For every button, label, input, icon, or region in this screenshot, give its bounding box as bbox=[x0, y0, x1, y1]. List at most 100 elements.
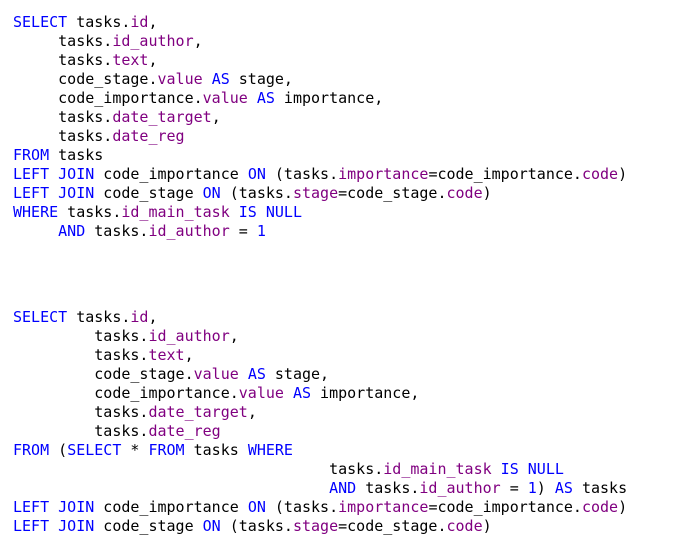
code-line: tasks.date_target, bbox=[13, 403, 627, 422]
property-token: id_main_task bbox=[121, 203, 230, 221]
text-token: , bbox=[211, 108, 221, 126]
text-token: tasks. bbox=[13, 422, 149, 440]
text-token: , bbox=[247, 403, 257, 421]
keyword-token: AS bbox=[554, 479, 573, 497]
property-token: code bbox=[581, 165, 619, 183]
text-token: importance, bbox=[274, 89, 384, 107]
text-token: (tasks. bbox=[265, 498, 339, 516]
sql-query-block-1: SELECT tasks.id, tasks.id_author, tasks.… bbox=[13, 13, 627, 241]
code-line: FROM (SELECT * FROM tasks WHERE bbox=[13, 441, 627, 460]
text-token: importance, bbox=[311, 384, 420, 402]
property-token: id_author bbox=[148, 222, 230, 240]
property-token: text bbox=[112, 51, 149, 69]
property-token: id_author bbox=[419, 479, 501, 497]
keyword-token: ON bbox=[202, 184, 221, 202]
text-token: tasks. bbox=[67, 13, 131, 31]
text-token: tasks. bbox=[13, 108, 113, 126]
keyword-token: AS bbox=[292, 384, 312, 402]
text-token: tasks bbox=[572, 479, 628, 497]
code-line: WHERE tasks.id_main_task IS NULL bbox=[13, 203, 627, 222]
keyword-token: SELECT bbox=[13, 308, 68, 326]
keyword-token: LEFT JOIN bbox=[13, 165, 95, 183]
property-token: id bbox=[130, 13, 149, 31]
property-token: date_target bbox=[112, 108, 212, 126]
keyword-token: SELECT bbox=[13, 13, 68, 31]
keyword-token: FROM bbox=[13, 146, 50, 164]
code-line: code_stage.value AS stage, bbox=[13, 365, 627, 384]
property-token: value bbox=[157, 70, 203, 88]
keyword-token: LEFT JOIN bbox=[13, 498, 95, 516]
code-line: LEFT JOIN code_stage ON (tasks.stage=cod… bbox=[13, 184, 627, 203]
property-token: date_reg bbox=[148, 422, 221, 440]
text-token: tasks. bbox=[67, 308, 131, 326]
code-line: FROM tasks bbox=[13, 146, 627, 165]
code-line: code_importance.value AS importance, bbox=[13, 384, 627, 403]
text-token: (tasks. bbox=[265, 165, 339, 183]
keyword-token: AND bbox=[58, 222, 86, 240]
code-line: tasks.date_reg bbox=[13, 127, 627, 146]
text-token: tasks. bbox=[13, 403, 149, 421]
keyword-token: ON bbox=[202, 517, 221, 535]
text-token: tasks. bbox=[13, 460, 384, 478]
code-line: tasks.date_reg bbox=[13, 422, 627, 441]
text-token bbox=[230, 203, 239, 221]
code-line: tasks.date_target, bbox=[13, 108, 627, 127]
text-token: code_stage. bbox=[13, 365, 194, 383]
keyword-token: AS bbox=[247, 365, 266, 383]
text-token: ) bbox=[536, 479, 555, 497]
code-line: code_stage.value AS stage, bbox=[13, 70, 627, 89]
code-line: SELECT tasks.id, bbox=[13, 13, 627, 32]
keyword-token: IS NULL bbox=[500, 460, 564, 478]
text-token: code_importance bbox=[94, 165, 248, 183]
text-token: , bbox=[184, 346, 194, 364]
text-token bbox=[239, 365, 248, 383]
text-token: ) bbox=[482, 517, 492, 535]
property-token: stage bbox=[292, 184, 339, 202]
keyword-token: ON bbox=[247, 498, 266, 516]
text-token: = bbox=[229, 222, 257, 240]
text-token: ( bbox=[49, 441, 68, 459]
text-token: stage, bbox=[229, 70, 293, 88]
text-token bbox=[248, 89, 257, 107]
property-token: text bbox=[148, 346, 185, 364]
keyword-token: FROM bbox=[13, 441, 50, 459]
text-token: , bbox=[148, 51, 158, 69]
code-line: tasks.text, bbox=[13, 346, 627, 365]
text-token: , bbox=[148, 13, 158, 31]
keyword-token: AS bbox=[256, 89, 275, 107]
keyword-token: WHERE bbox=[13, 203, 59, 221]
text-token: ) bbox=[618, 165, 628, 183]
text-token bbox=[13, 222, 58, 240]
code-line: LEFT JOIN code_stage ON (tasks.stage=cod… bbox=[13, 517, 627, 536]
text-token: (tasks. bbox=[220, 517, 293, 535]
text-token: tasks bbox=[49, 146, 104, 164]
code-line: LEFT JOIN code_importance ON (tasks.impo… bbox=[13, 165, 627, 184]
property-token: date_reg bbox=[112, 127, 185, 145]
property-token: id_author bbox=[148, 327, 230, 345]
text-token: tasks. bbox=[13, 32, 113, 50]
property-token: value bbox=[202, 89, 248, 107]
keyword-token: 1 bbox=[527, 479, 537, 497]
text-token: , bbox=[229, 327, 239, 345]
code-line: SELECT tasks.id, bbox=[13, 308, 627, 327]
code-line: tasks.text, bbox=[13, 51, 627, 70]
property-token: value bbox=[193, 365, 239, 383]
text-token: ) bbox=[482, 184, 492, 202]
property-token: code bbox=[581, 498, 619, 516]
code-line: LEFT JOIN code_importance ON (tasks.impo… bbox=[13, 498, 627, 517]
property-token: id_main_task bbox=[383, 460, 492, 478]
text-token: code_importance bbox=[94, 498, 248, 516]
text-token bbox=[284, 384, 293, 402]
text-token bbox=[203, 70, 212, 88]
text-token: (tasks. bbox=[220, 184, 293, 202]
property-token: date_target bbox=[148, 403, 248, 421]
text-token: code_stage. bbox=[13, 70, 158, 88]
text-token bbox=[13, 479, 329, 497]
keyword-token: SELECT bbox=[67, 441, 122, 459]
text-token: tasks. bbox=[356, 479, 420, 497]
text-token: , bbox=[148, 308, 158, 326]
property-token: value bbox=[238, 384, 284, 402]
code-line: code_importance.value AS importance, bbox=[13, 89, 627, 108]
text-token: tasks bbox=[184, 441, 248, 459]
text-token: tasks. bbox=[85, 222, 149, 240]
